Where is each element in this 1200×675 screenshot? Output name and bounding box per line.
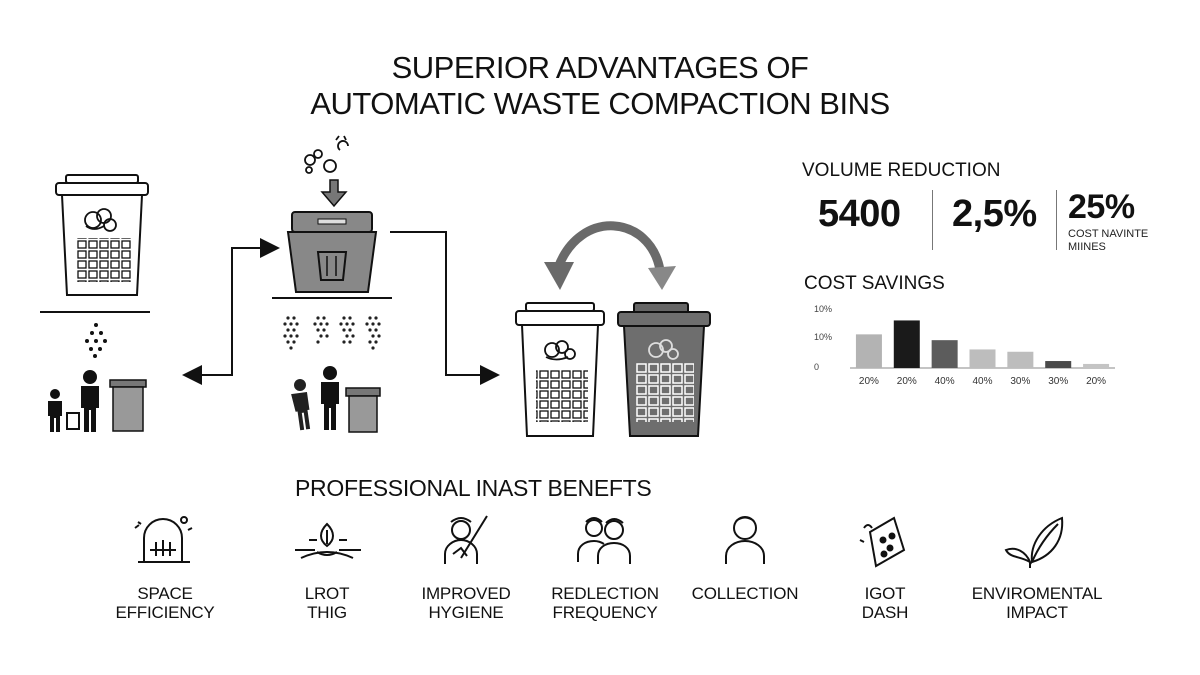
chart-x-tick-label: 20%: [1086, 376, 1106, 387]
page-title: SUPERIOR ADVANTAGES OF AUTOMATIC WASTE C…: [0, 50, 1200, 122]
benefit-label-line-2: THIG: [307, 603, 347, 622]
trash-input-icon: [304, 135, 349, 174]
benefit-reduction-frequency: REDLECTION FREQUENCY: [530, 510, 680, 622]
chart-y-tick-label: 10%: [814, 304, 832, 314]
cost-savings-bar-chart: 20% 20% 40% 40% 30% 30% 20% 10% 10% 0: [814, 304, 1115, 387]
compacted-bin-dark-icon: [617, 302, 711, 437]
stat-divider: [1056, 190, 1057, 250]
stat-note-line-2: MIINES: [1068, 241, 1106, 253]
bag-icon: [859, 516, 906, 568]
benefit-igot-dash: IGOT DASH: [810, 510, 960, 622]
chart-x-tick-label: 20%: [859, 376, 879, 387]
chart-bar: [1045, 361, 1072, 368]
benefit-label-line-1: COLLECTION: [691, 584, 799, 603]
compressed-particles-icon: [283, 316, 381, 350]
volume-reduction-label: VOLUME REDUCTION: [802, 160, 1001, 181]
chart-x-tick-label: 30%: [1048, 376, 1068, 387]
compacting-bin-icon: [286, 211, 378, 293]
stat-value-3: 25%: [1068, 188, 1135, 226]
benefit-label-line-2: DASH: [861, 603, 909, 622]
stat-value-2: 2,5%: [952, 193, 1037, 235]
falling-dots-icon: [85, 323, 107, 358]
stat-divider: [932, 190, 933, 250]
benefit-space-efficiency: SPACE EFFICIENCY: [90, 510, 240, 622]
title-line-1: SUPERIOR ADVANTAGES OF: [391, 50, 809, 85]
chart-bar: [1083, 363, 1110, 368]
chart-bar: [855, 334, 882, 368]
empty-bin-icon: [55, 174, 149, 296]
chart-x-tick-label: 30%: [1010, 376, 1030, 387]
benefit-label-line-1: SPACE: [137, 584, 193, 603]
family-icon: [291, 366, 381, 433]
chart-bar: [969, 349, 996, 368]
benefit-environmental-impact: ENVIROMENTAL IMPACT: [962, 510, 1112, 622]
family-icon: [48, 370, 147, 432]
chart-x-tick-label: 40%: [935, 376, 955, 387]
people-icon: [577, 517, 631, 564]
compacted-bin-outline-icon: [515, 302, 605, 437]
leaf-icon: [1004, 516, 1064, 568]
chart-bar: [893, 320, 920, 368]
connector-arrow-forward: [390, 231, 500, 385]
benefit-label-line-1: REDLECTION: [551, 584, 659, 603]
connector-arrow: [188, 238, 280, 376]
benefit-label-line-1: IMPROVED: [421, 584, 511, 603]
chart-x-tick-label: 20%: [897, 376, 917, 387]
benefit-label-line-2: HYGIENE: [428, 603, 504, 622]
chart-x-tick-label: 40%: [972, 376, 992, 387]
benefit-label-line-1: LROT: [304, 584, 350, 603]
benefits-heading: PROFESSIONAL INAST BENEFTS: [295, 475, 652, 501]
benefit-lrot-thig: LROT THIG: [252, 510, 402, 622]
sprout-icon: [295, 522, 361, 559]
benefit-label-line-1: IGOT: [864, 584, 906, 603]
title-line-2: AUTOMATIC WASTE COMPACTION BINS: [310, 86, 890, 121]
benefit-label-line-2: FREQUENCY: [552, 603, 658, 622]
down-arrow-icon: [320, 179, 348, 208]
chart-bar: [931, 340, 958, 368]
chart-bar: [1007, 351, 1034, 368]
cost-savings-label: COST SAVINGS: [804, 273, 945, 294]
cycle-arrow-icon: [544, 221, 676, 290]
space-efficiency-icon: [134, 516, 193, 563]
benefit-label-line-2: EFFICIENCY: [115, 603, 215, 622]
benefit-collection: COLLECTION: [670, 510, 820, 603]
person-icon: [725, 516, 765, 564]
stat-value-1: 5400: [818, 193, 901, 235]
hygiene-icon: [444, 515, 488, 564]
benefit-label-line-1: ENVIROMENTAL: [971, 584, 1103, 603]
stat-note-line-1: COST NAVINTE: [1068, 228, 1149, 240]
benefit-label-line-2: IMPACT: [1006, 603, 1068, 622]
chart-y-tick-label: 10%: [814, 332, 832, 342]
chart-y-tick-label: 0: [814, 362, 819, 372]
benefit-improved-hygiene: IMPROVED HYGIENE: [391, 510, 541, 622]
